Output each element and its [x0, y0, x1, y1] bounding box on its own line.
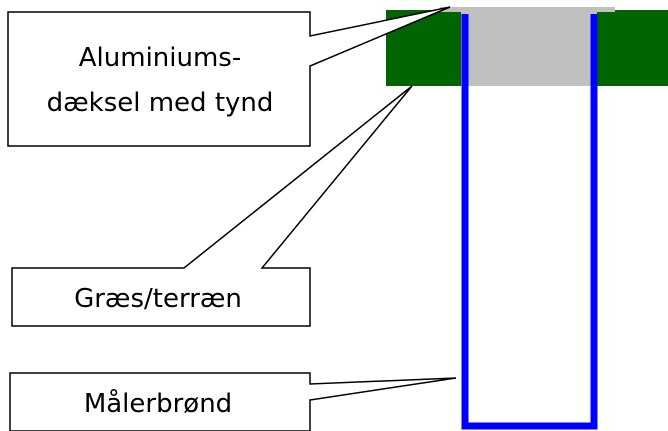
callout-well-text: Målerbrønd [84, 388, 232, 419]
callout-terrain-text: Græs/terræn [74, 284, 242, 314]
callout-well-box [9, 372, 457, 431]
callout-cover-text-line1: Aluminiums- [79, 43, 241, 73]
callout-cover-text-line2: dæksel med tynd [47, 88, 274, 118]
callout-cover-box [7, 6, 451, 147]
aluminium-cover-top-edge [440, 7, 615, 12]
callout-terrain-box [11, 85, 413, 327]
aluminium-cover [461, 10, 597, 86]
meter-well-outline [461, 14, 598, 430]
